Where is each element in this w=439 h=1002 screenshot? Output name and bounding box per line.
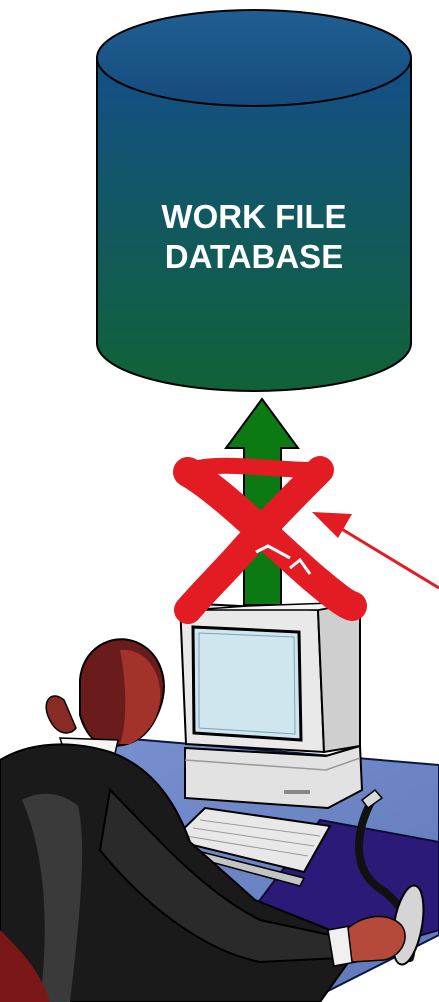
person (0, 638, 406, 1002)
red-x-icon (173, 456, 367, 624)
database-label-line1: WORK FILE (161, 198, 346, 235)
database-cylinder: WORK FILE DATABASE (96, 9, 412, 392)
monitor (178, 600, 364, 810)
database-label-line2: DATABASE (165, 238, 343, 275)
red-pointer-arrow-icon (312, 512, 439, 590)
computer-user-icon (0, 600, 439, 1002)
monitor-screen (191, 625, 303, 742)
